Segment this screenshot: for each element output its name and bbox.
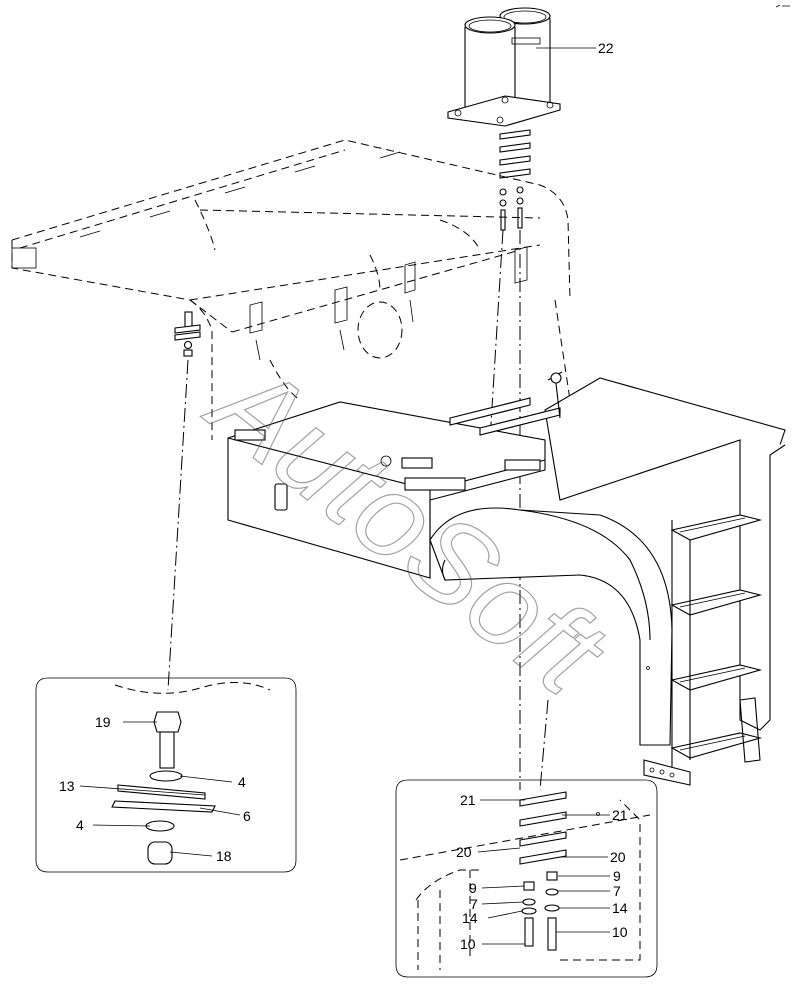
callout-20-left: 20 (456, 844, 472, 860)
callout-10-right: 10 (612, 924, 628, 940)
access-steps (643, 514, 763, 786)
gasket-stack (499, 129, 531, 231)
callout-19: 19 (95, 714, 111, 730)
callout-9-right: 9 (613, 868, 621, 884)
callout-22: 22 (598, 40, 614, 56)
callout-14-right: 14 (612, 900, 628, 916)
leader-lines (167, 229, 549, 791)
callout-6: 6 (243, 808, 251, 824)
frame-fender (429, 371, 786, 746)
inset-hinge-detail (35, 677, 297, 873)
callout-20-right: 20 (610, 849, 626, 865)
callout-4-lower: 4 (76, 817, 84, 833)
hinge-bolt-stack (174, 311, 201, 357)
corner-mark (775, 4, 790, 8)
inset-stack-mount-detail (395, 779, 658, 978)
fuel-tank (227, 401, 546, 579)
exhaust-stack (447, 7, 561, 127)
callout-18: 18 (216, 848, 232, 864)
callout-13: 13 (59, 778, 75, 794)
callout-labels: 22 19 13 4 6 4 18 21 21 20 20 9 9 7 7 14… (59, 40, 628, 952)
callout-21-right: 21 (612, 807, 628, 823)
callout-21-left: 21 (460, 792, 476, 808)
callout-leaders (79, 47, 610, 945)
callout-10-left: 10 (460, 936, 476, 952)
callout-4-upper: 4 (238, 774, 246, 790)
hood-latches (249, 246, 528, 361)
callout-14-left: 14 (462, 910, 478, 926)
callout-7-left: 7 (470, 896, 478, 912)
callout-7-right: 7 (613, 883, 621, 899)
hood-outline (11, 139, 571, 440)
callout-9-left: 9 (469, 880, 477, 896)
